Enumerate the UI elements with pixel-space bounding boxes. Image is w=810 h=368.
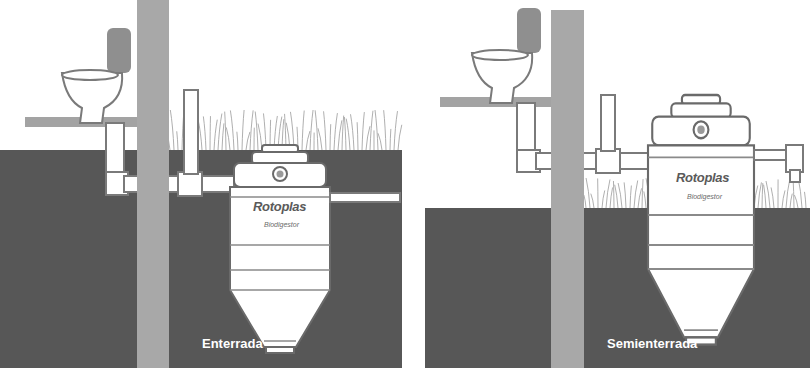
grass-stroke [222,123,224,150]
grass-stroke [584,195,586,208]
grass-stroke [230,110,234,150]
grass-stroke [246,132,250,150]
brand-label: Rotoplas [253,199,306,214]
grass-stroke [758,182,761,208]
grass-stroke [225,112,226,150]
grass-stroke [794,195,798,208]
grass-stroke [314,133,315,150]
grass-stroke [790,194,792,208]
grass-stroke [384,110,386,150]
grass-stroke [315,110,318,150]
grass-stroke [602,190,605,208]
grass-stroke [644,191,646,208]
grass-stroke [351,114,354,150]
grass-stroke [771,187,774,208]
grass-stroke [250,110,253,150]
grass-stroke [613,181,615,208]
grass-stroke [782,190,785,208]
grass-stroke [306,131,310,150]
grass-stroke [378,133,382,150]
grass-stroke [342,116,344,150]
grass-stroke [804,192,806,208]
grass-stroke [318,128,322,150]
grass-stroke [170,110,174,150]
model-label: Biodigestor [264,221,299,228]
grass-stroke [586,178,590,208]
grass-stroke [591,194,594,208]
grass-stroke [618,183,622,208]
grass-stroke [373,130,374,150]
brand-label: Rotoplas [676,170,729,185]
grass-stroke [615,185,618,208]
grass-stroke [210,116,211,150]
grass-stroke [254,128,255,150]
grass-stroke [606,179,610,208]
grass-stroke [324,111,326,150]
grass-stroke [597,178,598,208]
install-caption: Enterrada [202,336,263,351]
grass-stroke [237,132,238,150]
grass-stroke [310,110,313,150]
grass-stroke [302,111,304,150]
grass-stroke [610,187,613,208]
grass-stroke [362,112,364,150]
grass-stroke [218,114,222,150]
grass-stroke [214,120,217,150]
install-caption: Semienterrada [607,336,697,351]
grass-stroke [334,113,337,150]
grass-stroke [370,111,373,150]
grass-stroke [330,124,332,150]
grass-stroke [764,185,766,208]
grass-stroke [630,186,631,208]
grass-stroke [398,125,402,150]
grass-stroke [203,116,206,150]
grass-stroke [226,127,230,150]
grass-stroke [375,110,378,150]
grass-stroke [357,122,359,150]
model-label: Biodigestor [687,193,722,200]
grass-stroke [634,180,638,208]
grass-stroke [642,179,643,208]
grass-stroke [338,120,342,150]
grass-stroke [255,112,258,150]
grass-stroke [366,126,370,150]
grass-stroke [762,183,764,208]
grass-stroke [624,182,626,208]
grass-stroke [390,129,392,150]
grass-stroke [394,111,397,150]
grass-stroke [346,119,350,150]
grass-stroke [638,188,642,208]
grass-stroke [177,131,178,150]
grass-stroke [344,117,346,150]
grass-stroke [778,179,779,208]
grass-stroke [766,181,770,208]
grass-stroke [242,110,244,150]
